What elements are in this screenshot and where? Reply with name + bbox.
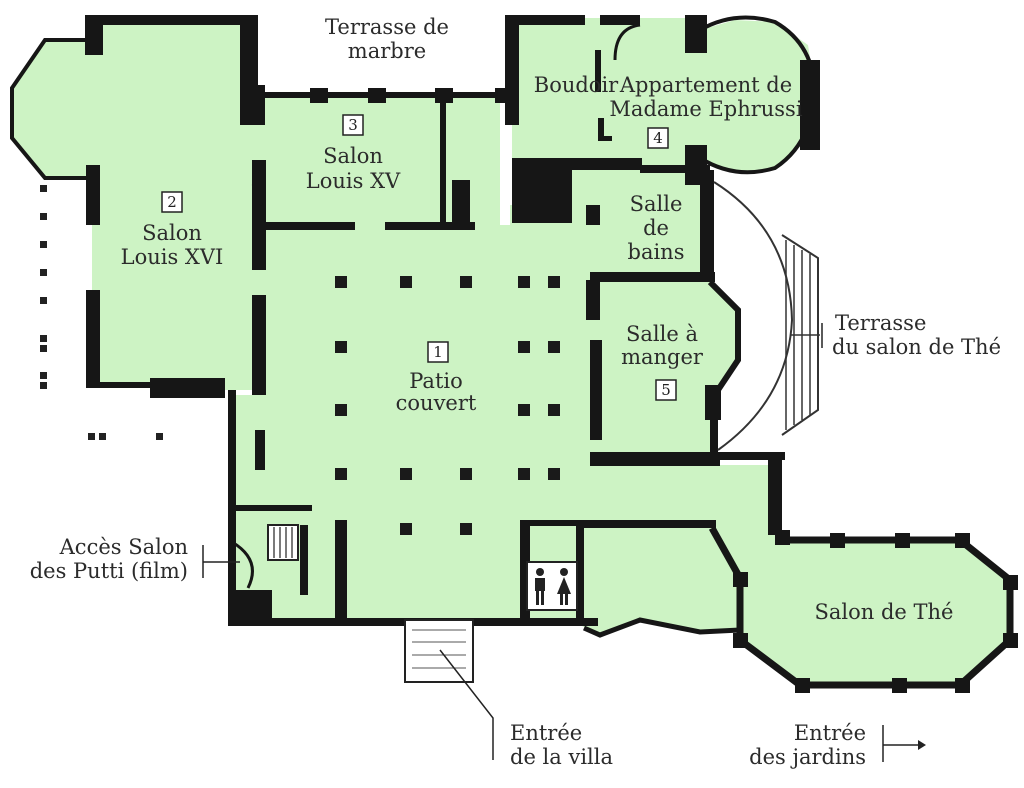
pillar xyxy=(335,404,347,416)
room-salle-a-manger xyxy=(590,280,738,455)
room-number-patio: 1 xyxy=(433,343,443,361)
room-number-louis-xvi: 2 xyxy=(167,193,177,211)
label-terrasse-the-1: Terrasse xyxy=(835,311,926,335)
pillar xyxy=(548,276,560,288)
outdoor-colonnade-dots xyxy=(40,185,163,440)
room-number-ephrussi: 4 xyxy=(653,129,663,147)
pillar xyxy=(335,468,347,480)
label-entree-villa-2: de la villa xyxy=(510,745,613,769)
room-salon-de-the xyxy=(715,525,1010,685)
entrance-steps xyxy=(404,619,494,760)
label-acces-putti-2: des Putti (film) xyxy=(30,559,188,583)
label-terrasse-marbre-1: Terrasse de xyxy=(325,15,449,39)
room-boudoir-appartement xyxy=(512,18,815,172)
label-patio-2: couvert xyxy=(396,391,477,415)
pillar xyxy=(400,276,412,288)
terrasse-the-steps xyxy=(713,181,820,451)
label-salle-manger-2: manger xyxy=(621,345,704,369)
pillar xyxy=(460,523,472,535)
room-number-salle-manger: 5 xyxy=(661,381,671,399)
room-number-louis-xv: 3 xyxy=(348,116,358,134)
label-entree-jardins-1: Entrée xyxy=(794,721,866,745)
pillar xyxy=(548,404,560,416)
label-salle-manger-1: Salle à xyxy=(626,322,698,346)
pillar xyxy=(518,276,530,288)
room-labels: Salon Louis XVI Salon Louis XV Boudoir A… xyxy=(121,73,954,624)
pillar xyxy=(518,468,530,480)
pillar xyxy=(460,468,472,480)
pillars xyxy=(335,276,560,535)
room-salon-louis-xv xyxy=(252,95,500,230)
pillar xyxy=(460,276,472,288)
label-louis-xv-2: Louis XV xyxy=(306,169,401,193)
room-patio-couvert xyxy=(230,205,775,620)
pillar xyxy=(518,404,530,416)
label-salle-bains-2: de xyxy=(643,216,669,240)
label-louis-xvi-1: Salon xyxy=(142,221,202,245)
label-entree-villa-1: Entrée xyxy=(510,721,582,745)
label-salle-bains-1: Salle xyxy=(630,192,683,216)
arrow-right-icon xyxy=(882,725,926,762)
label-salon-the: Salon de Thé xyxy=(815,600,954,624)
label-boudoir: Boudoir xyxy=(534,73,619,97)
label-ephrussi-1: Appartement de xyxy=(619,73,792,97)
pillar xyxy=(335,341,347,353)
label-terrasse-the-2: du salon de Thé xyxy=(832,335,1001,359)
label-entree-jardins-2: des jardins xyxy=(749,745,866,769)
pillar xyxy=(335,276,347,288)
walls xyxy=(10,15,1018,693)
label-patio-1: Patio xyxy=(409,369,463,393)
room-salon-louis-xvi xyxy=(12,22,265,390)
pillar xyxy=(400,468,412,480)
room-salle-de-bains xyxy=(568,165,710,280)
label-salle-bains-3: bains xyxy=(628,240,685,264)
label-ephrussi-2: Madame Ephrussi xyxy=(609,97,802,121)
room-vestibule xyxy=(580,525,740,635)
label-acces-putti-1: Accès Salon xyxy=(59,535,188,559)
outside-labels: Terrasse de marbre Terrasse du salon de … xyxy=(30,15,1001,769)
stairs-icon xyxy=(202,524,299,578)
floor-areas xyxy=(12,18,1010,685)
room-number-boxes: 2 3 4 1 5 xyxy=(161,114,677,401)
label-terrasse-marbre-2: marbre xyxy=(348,39,426,63)
label-louis-xvi-2: Louis XVI xyxy=(121,245,224,269)
label-louis-xv-1: Salon xyxy=(323,144,383,168)
pillar xyxy=(548,468,560,480)
pillar xyxy=(400,523,412,535)
pillar xyxy=(518,341,530,353)
pillar xyxy=(548,341,560,353)
restroom-icon xyxy=(526,561,578,611)
